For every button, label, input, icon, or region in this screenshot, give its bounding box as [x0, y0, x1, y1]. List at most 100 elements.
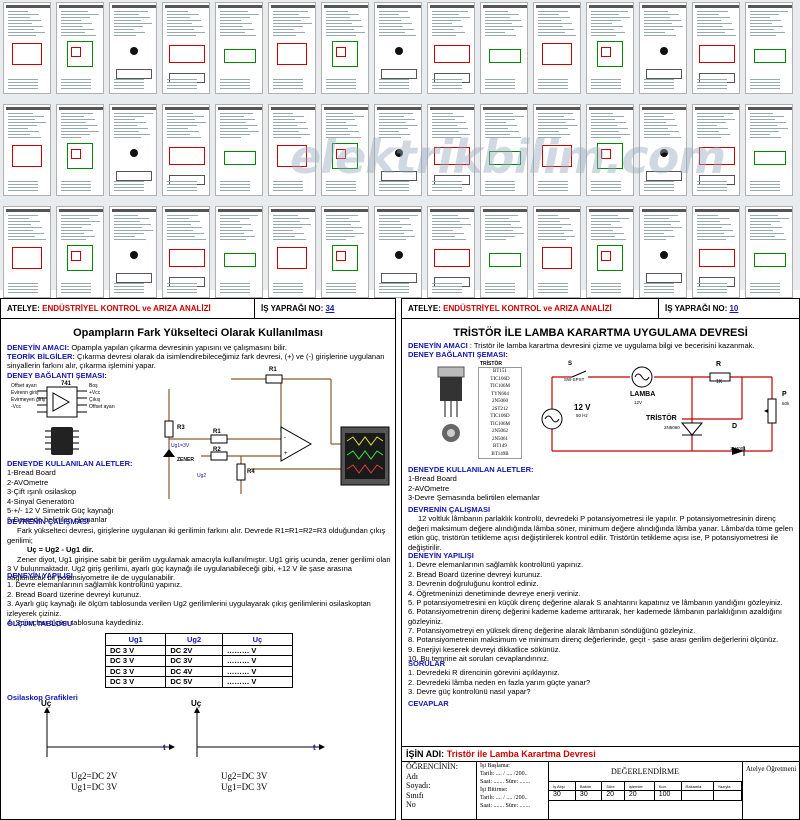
svg-text:+: + — [284, 451, 288, 457]
r1-label: R1 — [269, 367, 277, 373]
kullanilan-label: DENEYDE KULLANILAN ALETLER: — [7, 459, 133, 468]
amaci-label: DENEYİN AMACI — [408, 341, 468, 350]
page-thumbnail[interactable] — [3, 206, 51, 298]
page-thumbnail[interactable] — [321, 2, 369, 94]
page-thumbnail[interactable] — [3, 104, 51, 196]
oscilloscope-axes — [44, 707, 325, 757]
page-thumbnail[interactable] — [56, 206, 104, 298]
opamp-schematic: -+ — [163, 374, 390, 499]
atelye-ogretmeni: Atelye Öğretmeni — [745, 765, 797, 773]
isin-adi: Tristör ile Lamba Karartma Devresi — [446, 749, 596, 759]
source-sub: 50 Hz — [576, 413, 588, 418]
calisma-label: DEVRENİN ÇALIŞMASI — [7, 517, 90, 526]
page-thumbnail[interactable] — [533, 206, 581, 298]
kullanilan-label: DENEYDE KULLANILAN ALETLER: — [408, 465, 534, 474]
amaci-label: DENEYİN AMACI: — [7, 343, 70, 352]
page-thumbnail[interactable] — [639, 2, 687, 94]
ic-name: 741 — [61, 381, 72, 387]
diode-label: D — [732, 423, 738, 430]
page-thumbnail[interactable] — [586, 206, 634, 298]
page-thumbnail[interactable] — [215, 206, 263, 298]
page-thumbnail[interactable] — [692, 2, 740, 94]
calisma-text2: Zener diyot, Ug1 girişine sabit bir geri… — [7, 554, 391, 583]
switch-sub: SW-SPST — [564, 377, 585, 382]
watermark-text: elektrikbilim.com — [290, 130, 726, 184]
page-thumbnail[interactable] — [374, 104, 422, 196]
calisma-label: DEVRENİN ÇALIŞMASI — [408, 505, 491, 514]
page-thumbnail[interactable] — [56, 104, 104, 196]
lamp-label: LAMBA — [630, 391, 656, 398]
page-thumbnail[interactable] — [427, 104, 475, 196]
atelye-value: ENDÜSTRİYEL KONTROL ve ARIZA ANALİZİ — [443, 303, 612, 313]
r2-label: R2 — [213, 447, 221, 453]
page-thumbnail[interactable] — [268, 2, 316, 94]
source-label: 12 V — [574, 403, 591, 412]
isin-adi-label: İŞİN ADI: — [406, 749, 445, 759]
page-thumbnail[interactable] — [321, 104, 369, 196]
page-thumbnail[interactable] — [533, 2, 581, 94]
page-thumbnail[interactable] — [480, 2, 528, 94]
page-thumbnail[interactable] — [745, 206, 793, 298]
page-thumbnail[interactable] — [321, 206, 369, 298]
page-thumbnail[interactable] — [639, 104, 687, 196]
page-thumbnail[interactable] — [56, 2, 104, 94]
pot-label: P — [782, 391, 787, 398]
graph2-y: Uç — [191, 699, 202, 708]
page-thumbnail[interactable] — [162, 206, 210, 298]
yapilisi-label: DENEYİN YAPILIŞI — [408, 551, 474, 560]
page-thumbnail[interactable] — [268, 104, 316, 196]
page-thumbnail[interactable] — [215, 104, 263, 196]
page-thumbnail[interactable] — [586, 104, 634, 196]
graph2-x: t — [313, 743, 316, 752]
thyristor-package-image — [437, 366, 465, 442]
page-thumbnail[interactable] — [215, 2, 263, 94]
page-thumbnail[interactable] — [109, 206, 157, 298]
baglanti-label: DENEY BAĞLANTI ŞEMASI: — [408, 350, 508, 359]
left-header-bar: ATELYE: ENDÜSTRİYEL KONTROL ve ARIZA ANA… — [1, 299, 395, 319]
left-worksheet: ATELYE: ENDÜSTRİYEL KONTROL ve ARIZA ANA… — [0, 298, 396, 820]
page-thumbnail[interactable] — [374, 206, 422, 298]
page-thumbnail[interactable] — [745, 104, 793, 196]
ug2-label: Ug2 — [197, 473, 207, 479]
zener-label: ZENER — [177, 457, 194, 463]
page-thumbnail[interactable] — [427, 206, 475, 298]
r4-label: R4 — [247, 469, 255, 475]
page-thumbnail[interactable] — [692, 206, 740, 298]
ic-741-diagram — [37, 386, 87, 455]
page-thumbnail[interactable] — [268, 206, 316, 298]
page-thumbnail[interactable] — [480, 206, 528, 298]
page-thumbnail[interactable] — [162, 2, 210, 94]
cevaplar-label: CEVAPLAR — [408, 699, 449, 708]
thumbnail-gallery: elektrikbilim.com — [0, 0, 800, 298]
page-thumbnail[interactable] — [586, 2, 634, 94]
teorik-text: Çıkarma devresi olarak da isimlendirebil… — [7, 352, 385, 371]
page-thumbnail[interactable] — [109, 104, 157, 196]
page-thumbnail[interactable] — [374, 2, 422, 94]
teorik-label: TEORİK BİLGİLER: — [7, 352, 75, 361]
r1b-label: R1 — [213, 429, 221, 435]
page-thumbnail[interactable] — [639, 206, 687, 298]
page-thumbnail[interactable] — [692, 104, 740, 196]
page-thumbnail[interactable] — [162, 104, 210, 196]
sorular-label: SORULAR — [408, 659, 446, 668]
svg-text:-: - — [284, 435, 286, 441]
page-thumbnail[interactable] — [109, 2, 157, 94]
page-thumbnail[interactable] — [3, 2, 51, 94]
page-thumbnail[interactable] — [427, 2, 475, 94]
is-yapragi-label: İŞ YAPRAĞI NO: — [665, 303, 728, 313]
lamp-voltage: 12V — [634, 400, 643, 405]
page-thumbnail[interactable] — [533, 104, 581, 196]
r-value: 1K — [716, 379, 723, 385]
is-yapragi-no: 10 — [729, 303, 739, 313]
tristor-label: TRİSTÖR — [646, 415, 677, 422]
page-thumbnail[interactable] — [745, 2, 793, 94]
right-header-bar: ATELYE: ENDÜSTRİYEL KONTROL ve ARIZA ANA… — [402, 299, 799, 319]
atelye-label: ATELYE: — [408, 303, 441, 313]
page-thumbnail[interactable] — [480, 104, 528, 196]
